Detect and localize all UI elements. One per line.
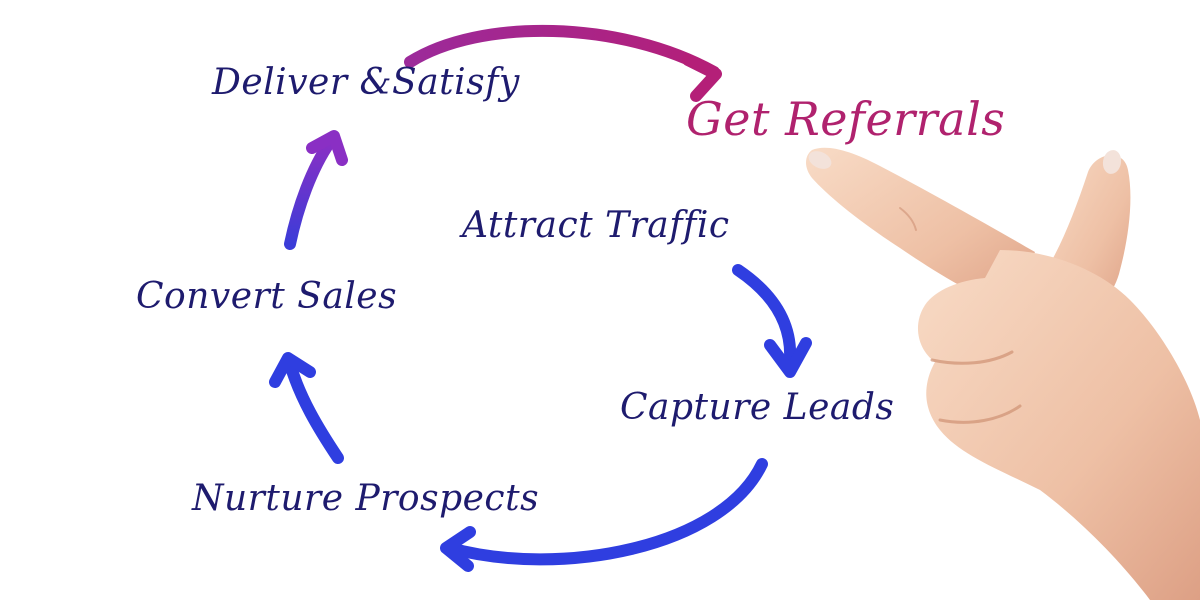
arrow-attract-to-capture (732, 264, 812, 378)
arrow-deliver-to-referrals (404, 24, 722, 102)
stage-label-deliver-satisfy: Deliver &Satisfy (212, 62, 520, 103)
arrow-capture-to-nurture (440, 458, 768, 572)
arrow-nurture-to-convert (269, 352, 344, 464)
stage-label-nurture-prospects: Nurture Prospects (192, 478, 540, 519)
stage-label-convert-sales: Convert Sales (136, 276, 398, 317)
arrow-convert-to-deliver (284, 130, 348, 250)
stage-label-get-referrals: Get Referrals (686, 92, 1006, 146)
stage-label-attract-traffic: Attract Traffic (462, 205, 730, 246)
stage-label-capture-leads: Capture Leads (620, 387, 895, 428)
